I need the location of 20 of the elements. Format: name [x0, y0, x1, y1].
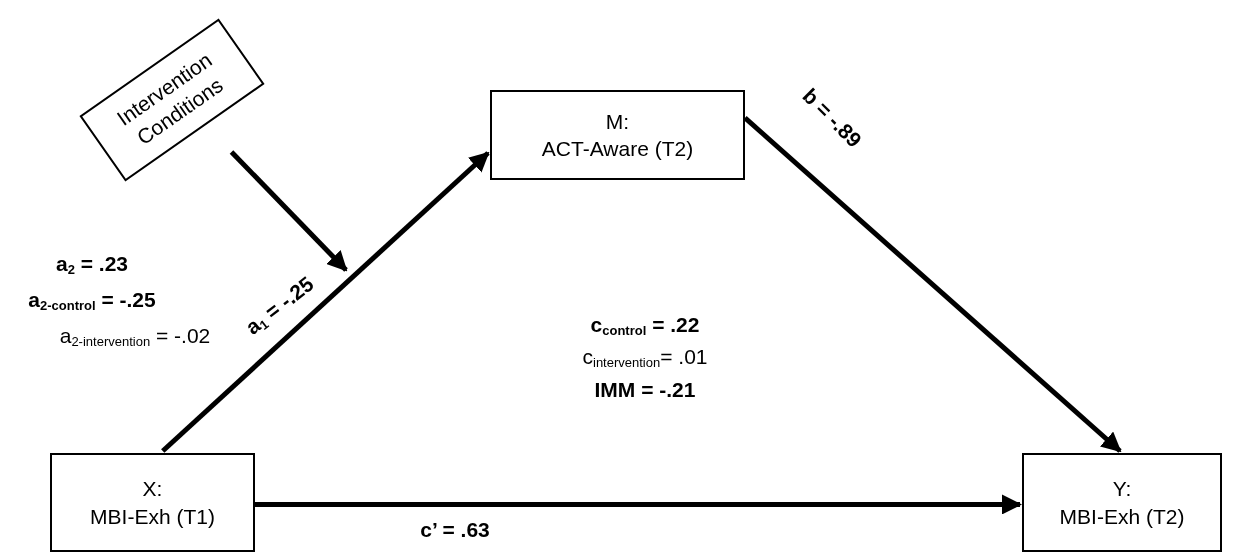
arrow	[255, 494, 1022, 515]
coefficient-label: c$_{control}$ = .22	[590, 312, 700, 338]
node-text: X:	[142, 476, 163, 503]
predictor-box	[50, 453, 255, 552]
outcome-box	[1022, 453, 1222, 552]
arrow	[161, 151, 490, 453]
node-text: MBI-Exh (T1)	[90, 503, 215, 530]
coefficient-label: a$_{2-intervention}$ = -.02	[59, 323, 211, 349]
coefficient-label: IMM = -.21	[594, 378, 696, 402]
edge-label: c’ = .63	[420, 518, 490, 542]
arrow	[229, 150, 348, 272]
mediator-box	[490, 90, 745, 180]
coefficient-label: c$_{intervention}$= .01	[582, 344, 708, 370]
node-text: MBI-Exh (T2)	[1059, 503, 1185, 530]
coefficient-label: a$_{2-control}$ = -.25	[28, 287, 156, 313]
node-text: M:	[605, 108, 630, 135]
node-text: Y:	[1112, 476, 1132, 503]
coefficient-label: a$_{2}$ = .23	[55, 251, 129, 277]
edge-label: b = -.89	[797, 83, 867, 153]
node-text: ACT-Aware (T2)	[541, 136, 694, 162]
